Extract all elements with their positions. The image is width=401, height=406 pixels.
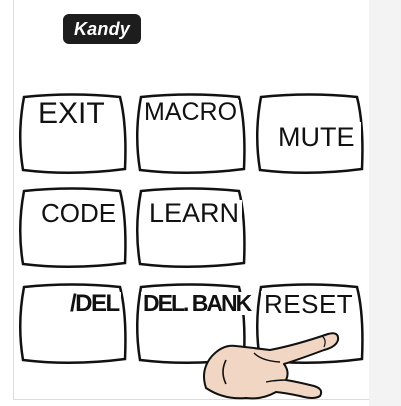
reset-button[interactable]: RESET (253, 283, 365, 365)
exit-button-label: EXIT (34, 99, 109, 129)
exit-button[interactable]: EXIT (16, 93, 128, 175)
brand-logo: Kandy (63, 14, 141, 44)
side-background (369, 0, 401, 406)
del-button-outline (18, 283, 127, 365)
code-button[interactable]: CODE (16, 187, 128, 269)
learn-button[interactable]: LEARN (134, 187, 246, 269)
del-button-label: /DEL (68, 290, 121, 317)
reset-button-outline (255, 283, 364, 365)
del-button[interactable]: /DEL (16, 283, 128, 365)
del-bank-button-label: DEL. BANK (141, 290, 252, 316)
brand-logo-text: Kandy (73, 18, 130, 39)
macro-button-label: MACRO (142, 98, 240, 126)
mute-button-label: MUTE (272, 122, 361, 153)
del-bank-button[interactable]: DEL. BANK (134, 283, 252, 365)
mute-button-outline (255, 93, 364, 175)
code-button-outline (18, 187, 127, 269)
code-button-label: CODE (38, 200, 120, 226)
exit-button-outline (18, 93, 127, 175)
macro-button[interactable]: MACRO (134, 93, 246, 175)
macro-button-outline (135, 93, 246, 175)
learn-button-outline (135, 187, 246, 269)
learn-button-label: LEARN (146, 200, 243, 227)
pointing-hand-icon (203, 332, 340, 400)
reset-button-label: RESET (261, 291, 357, 317)
mute-button[interactable]: MUTE (253, 93, 365, 175)
